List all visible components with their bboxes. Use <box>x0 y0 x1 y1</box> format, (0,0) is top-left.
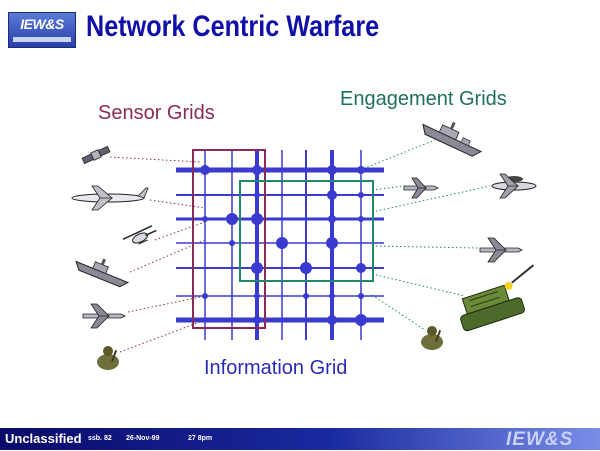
node <box>276 237 288 249</box>
connector-eng-jet <box>371 245 479 249</box>
footer-time: 27 8pm <box>188 435 213 442</box>
node <box>202 293 208 299</box>
connector-satellite <box>109 156 201 163</box>
engagement-grids-label: Engagement Grids <box>340 88 507 110</box>
fighter-jet-icon <box>479 237 523 263</box>
footer-ref: ssb. 82 <box>88 435 112 442</box>
node <box>254 293 260 299</box>
awacs-aircraft-icon <box>491 173 537 199</box>
sensor-grids-label: Sensor Grids <box>98 102 215 124</box>
connector-eng-fighter <box>371 185 406 191</box>
soldier-icon <box>97 346 119 370</box>
connector-warship <box>129 239 206 273</box>
node <box>328 215 336 223</box>
engagement-grid-frame <box>239 180 374 282</box>
footer-date: 26-Nov-99 <box>126 435 160 442</box>
footer-logo: IEW&S <box>506 429 574 450</box>
connector-helicopter <box>154 221 206 241</box>
connector-eng-awacs <box>371 185 491 213</box>
missile-launcher-icon <box>460 264 535 332</box>
connector-lines <box>109 139 491 353</box>
iews-logo-text: IEW&S <box>20 16 64 32</box>
connector-soldier <box>119 319 206 353</box>
node <box>358 192 364 198</box>
awacs-aircraft-icon <box>71 185 149 211</box>
classification-label: Unclassified <box>5 431 82 446</box>
node <box>329 293 335 299</box>
node <box>326 237 338 249</box>
node <box>202 216 208 222</box>
fighter-jet-icon <box>403 177 439 199</box>
connector-fighter <box>127 295 206 313</box>
iews-logo-strip <box>13 37 71 42</box>
node <box>251 213 263 225</box>
node <box>327 165 337 175</box>
connector-eng-soldier <box>371 294 426 331</box>
node <box>303 293 309 299</box>
node <box>226 213 238 225</box>
node <box>254 192 260 198</box>
sensor-grid-frame <box>192 149 266 329</box>
satellite-icon <box>81 145 111 165</box>
node <box>229 240 235 246</box>
node <box>356 263 366 273</box>
footer-bar: Unclassified ssb. 82 26-Nov-99 27 8pm IE… <box>0 428 600 450</box>
fighter-jet-icon <box>82 303 126 329</box>
helicopter-icon <box>122 225 157 245</box>
node <box>252 165 262 175</box>
page-title: Network Centric Warfare <box>86 10 380 43</box>
node <box>357 166 365 174</box>
information-grid-label: Information Grid <box>204 357 348 379</box>
warship-icon <box>75 258 130 288</box>
node <box>300 262 312 274</box>
connector-eng-warship <box>359 139 436 171</box>
grid-nodes <box>200 165 367 326</box>
node <box>327 315 337 325</box>
iews-logo: IEW&S <box>8 12 76 48</box>
node <box>253 316 261 324</box>
node <box>251 262 263 274</box>
network-diagram <box>71 121 537 370</box>
node <box>358 293 364 299</box>
node <box>200 165 210 175</box>
connector-eng-launcher <box>371 273 466 297</box>
node <box>358 216 364 222</box>
soldier-icon <box>421 326 443 350</box>
warship-icon <box>422 121 483 157</box>
node <box>327 190 337 200</box>
node <box>355 314 367 326</box>
connector-awacs <box>149 199 206 209</box>
